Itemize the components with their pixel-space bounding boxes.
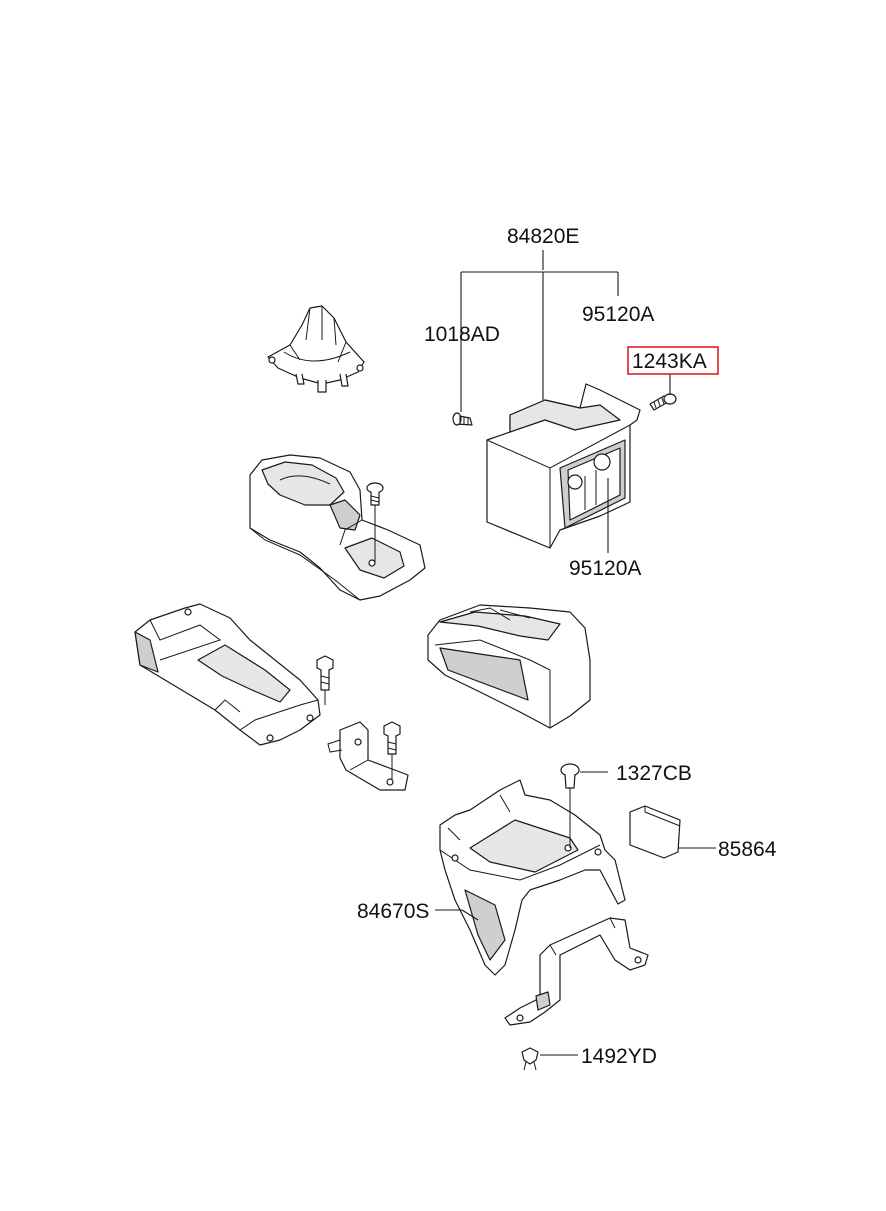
floor-console-front <box>249 454 426 601</box>
callout-95120a-bottom: 95120A <box>569 557 641 580</box>
console-screw-icon <box>366 482 384 562</box>
callout-95120a-top: 95120A <box>582 303 654 326</box>
console-rear-panel <box>427 604 591 729</box>
callout-84670s: 84670S <box>357 900 429 923</box>
lower-u-bracket <box>504 917 649 1026</box>
callout-84820e: 84820E <box>507 225 579 248</box>
callout-85864: 85864 <box>718 838 777 861</box>
console-upper-cover <box>486 383 641 549</box>
frame-bolt-icon <box>316 655 334 705</box>
screw-1243ka-icon <box>649 393 677 411</box>
highlight-box-1243ka <box>627 346 719 375</box>
callout-1243ka: 1243KA <box>632 350 707 373</box>
console-mount-frame <box>134 603 321 746</box>
leader-lines <box>435 250 716 1056</box>
clip-1492yd-icon <box>521 1047 539 1071</box>
mounting-bracket-84670s <box>439 779 626 976</box>
pad-85864 <box>629 805 681 859</box>
callout-1327cb: 1327CB <box>616 762 692 785</box>
bolt-1018ad-icon <box>452 412 473 426</box>
shift-boot <box>267 305 365 393</box>
clip-1327cb-icon <box>560 763 580 848</box>
bracket-bolt-icon <box>383 721 401 780</box>
callout-1018ad: 1018AD <box>424 323 500 346</box>
callout-1492yd: 1492YD <box>581 1045 657 1068</box>
small-bracket <box>327 721 409 791</box>
